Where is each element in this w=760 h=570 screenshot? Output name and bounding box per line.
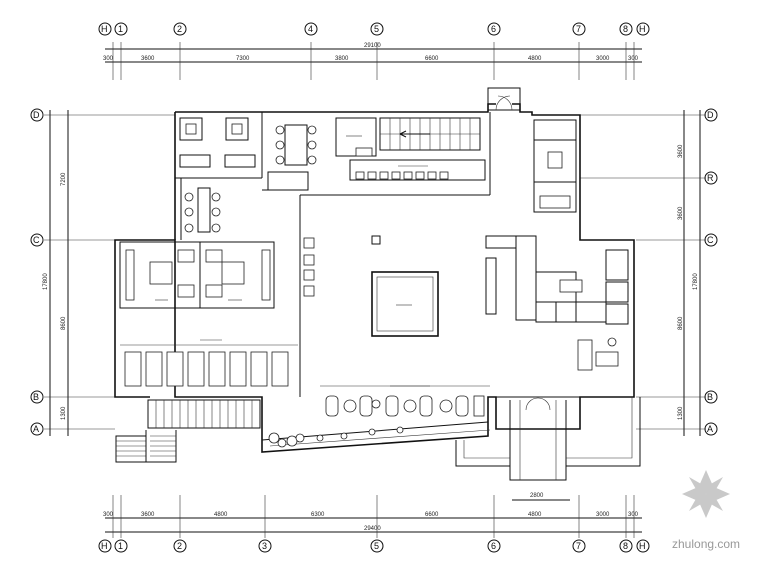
top-axis-0: H xyxy=(101,24,108,34)
bottom-axis-5: 6 xyxy=(491,541,496,551)
bottom-dim-7: 300 xyxy=(628,512,639,518)
bottom-axis-2: 2 xyxy=(177,541,182,551)
left-dim-0: 7200 xyxy=(61,172,67,186)
bottom-dim-2: 4800 xyxy=(214,512,228,518)
top-axis-6: 7 xyxy=(576,24,581,34)
left-axis-1: C xyxy=(33,235,40,245)
top-dim-6: 3000 xyxy=(596,56,610,62)
bottom-axis-8: H xyxy=(639,541,646,551)
top-axis-5: 6 xyxy=(491,24,496,34)
right-axis-1: R xyxy=(707,173,714,183)
left-dimension-chain: 7200 8600 1300 17800 D C B A xyxy=(30,108,175,436)
top-axis-4: 5 xyxy=(374,24,379,34)
left-axis-2: B xyxy=(33,392,39,402)
right-dim-1: 3600 xyxy=(678,206,684,220)
top-dim-2: 7300 xyxy=(236,56,250,62)
top-axis-7: 8 xyxy=(623,24,628,34)
bottom-axis-bubbles: H 1 2 3 5 6 7 8 H xyxy=(98,539,650,553)
stair-bottom-left xyxy=(115,399,261,463)
service-rooms-right xyxy=(485,119,629,371)
lobby-center xyxy=(303,235,439,337)
top-dim-0: 300 xyxy=(103,56,114,62)
left-total: 17800 xyxy=(43,273,49,290)
right-dim-3: 1300 xyxy=(678,406,684,420)
entrance-porch xyxy=(455,396,641,481)
bottom-axis-6: 7 xyxy=(576,541,581,551)
left-axis-3: A xyxy=(33,424,39,434)
room-label-marks xyxy=(155,135,430,387)
right-axis-2: C xyxy=(707,235,714,245)
lounge-chairs-left xyxy=(184,187,221,233)
bottom-dim-3: 6300 xyxy=(311,512,325,518)
top-dim-1: 3600 xyxy=(141,56,155,62)
right-total: 17800 xyxy=(693,273,699,290)
right-dimension-chain: 3600 3600 8600 1300 17800 D R C B A xyxy=(540,108,718,436)
top-dim-3: 3800 xyxy=(335,56,349,62)
landscape-planting xyxy=(261,421,491,448)
right-axis-4: A xyxy=(707,424,713,434)
bottom-axis-1: 1 xyxy=(118,541,123,551)
top-total: 29100 xyxy=(364,43,381,49)
scale-label: 2800 xyxy=(530,493,544,499)
left-axis-0: D xyxy=(33,110,40,120)
top-dimension-chain: 300 3600 7300 3800 6600 4800 3000 300 29… xyxy=(103,42,642,80)
top-axis-bubbles: H 1 2 4 5 6 7 8 H xyxy=(98,22,650,36)
bottom-dimension-chain: 300 3600 4800 6300 6600 4800 3000 300 29… xyxy=(103,493,642,538)
right-axis-0: D xyxy=(707,110,714,120)
top-axis-8: H xyxy=(639,24,646,34)
top-axis-3: 4 xyxy=(308,24,313,34)
left-dim-2: 1300 xyxy=(61,406,67,420)
top-dim-5: 4800 xyxy=(528,56,542,62)
bottom-dim-5: 4800 xyxy=(528,512,542,518)
left-dim-1: 8600 xyxy=(61,316,67,330)
bottom-dim-1: 3600 xyxy=(141,512,155,518)
right-dim-2: 8600 xyxy=(678,316,684,330)
bottom-dim-4: 6600 xyxy=(425,512,439,518)
lounge-seating-bottom xyxy=(320,385,490,417)
office-rooms xyxy=(179,117,377,191)
top-axis-1: 1 xyxy=(118,24,123,34)
watermark-logo: zhulong.com xyxy=(672,470,740,551)
watermark-text: zhulong.com xyxy=(672,537,740,551)
top-axis-2: 2 xyxy=(177,24,182,34)
right-dim-0: 3600 xyxy=(678,144,684,158)
reception-counter xyxy=(349,159,486,181)
bottom-axis-4: 5 xyxy=(374,541,379,551)
ktv-rooms xyxy=(119,241,275,309)
bottom-total: 29400 xyxy=(364,526,381,532)
massage-beds xyxy=(120,344,298,387)
stair-top xyxy=(379,117,481,151)
top-dim-4: 6600 xyxy=(425,56,439,62)
right-axis-3: B xyxy=(707,392,713,402)
bottom-dim-6: 3000 xyxy=(596,512,610,518)
bottom-dim-0: 300 xyxy=(103,512,114,518)
bottom-axis-7: 8 xyxy=(623,541,628,551)
top-dim-7: 300 xyxy=(628,56,639,62)
bottom-axis-3: 3 xyxy=(262,541,267,551)
bottom-axis-0: H xyxy=(101,541,108,551)
